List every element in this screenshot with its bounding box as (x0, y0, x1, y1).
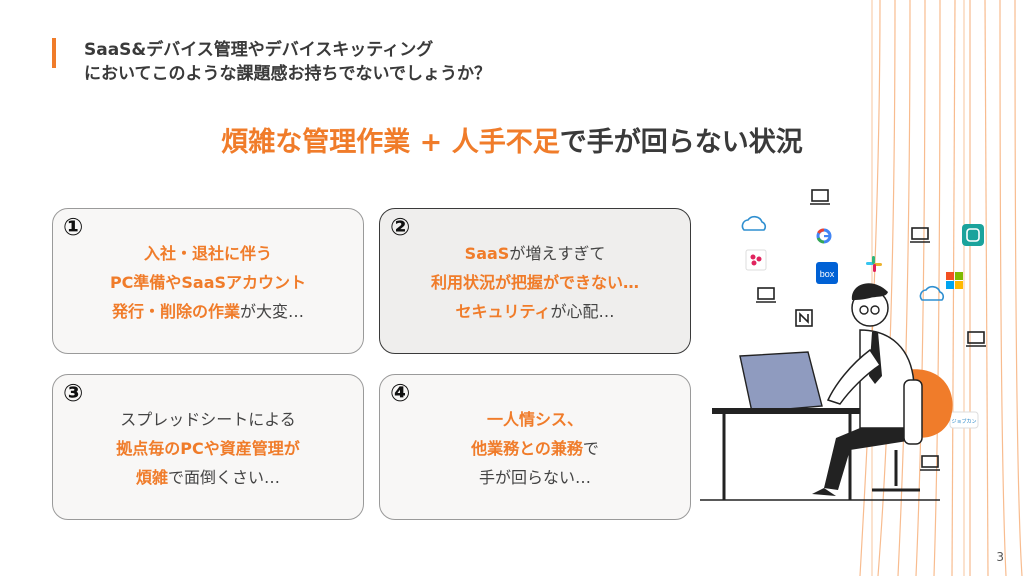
card-highlight-text: SaaS (464, 244, 510, 263)
card-highlight-text: 発行・削除の作業 (111, 302, 240, 321)
google-icon (816, 228, 832, 244)
page-number: 3 (996, 550, 1004, 564)
issue-card-2: ② SaaSが増えすぎて利用状況が把握ができない… セキュリティが心配… (379, 208, 691, 354)
card-highlight-text: 入社・退社に伴う (143, 244, 272, 263)
subtitle-highlight: 煩雑な管理作業 + 人手不足 (221, 127, 560, 158)
card-line: 発行・削除の作業が大変… (53, 297, 363, 326)
card-number: ③ (63, 379, 84, 407)
card-line: スプレッドシートによる (53, 405, 363, 434)
page-heading: SaaS&デバイス管理やデバイスキッティング においてこのような課題感お持ちでな… (84, 38, 491, 86)
laptop-icon (920, 455, 940, 471)
card-number: ④ (390, 379, 411, 407)
jobcan-label: ジョブカン (951, 418, 976, 425)
worker-figure (700, 283, 953, 501)
card-plain-text: が増えすぎて (509, 244, 606, 263)
card-line: 他業務との兼務で (380, 434, 690, 463)
subtitle-rest: で手が回らない状況 (559, 127, 803, 158)
card-plain-text: で面倒くさい… (168, 468, 281, 487)
card-line: 手が回らない… (380, 463, 690, 492)
card-plain-text: 手が回らない… (478, 468, 591, 487)
laptop-icon (910, 227, 930, 243)
cloud-icon (741, 215, 767, 231)
heading-accent-bar (52, 38, 56, 68)
card-plain-text: が大変… (240, 302, 305, 321)
issue-card-4: ④ 一人情シス、他業務との兼務で手が回らない… (379, 374, 691, 520)
heading-line-1: SaaS&デバイス管理やデバイスキッティング (84, 40, 434, 60)
card-line: 一人情シス、 (380, 405, 690, 434)
card-highlight-text: 利用状況が把握ができない… (430, 273, 639, 292)
heading-line-2: においてこのような課題感お持ちでないでしょうか？ (84, 64, 491, 84)
card-line: SaaSが増えすぎて (380, 239, 690, 268)
cloud-icon (919, 285, 945, 301)
card-number: ② (390, 213, 411, 241)
it-worker-illustration: box ジョブカン (700, 189, 986, 501)
box-label: box (820, 269, 835, 279)
card-text: スプレッドシートによる拠点毎のPCや資産管理が煩雑で面倒くさい… (53, 405, 363, 492)
notion-icon (795, 309, 813, 327)
card-text: 一人情シス、他業務との兼務で手が回らない… (380, 405, 690, 492)
card-line: 利用状況が把握ができない… (380, 268, 690, 297)
microsoft-icon (946, 272, 963, 289)
card-highlight-text: PC準備やSaaSアカウント (109, 273, 307, 292)
card-line: 入社・退社に伴う (53, 239, 363, 268)
card-highlight-text: 煩雑 (135, 468, 168, 487)
card-plain-text: が心配… (550, 302, 615, 321)
issue-card-3: ③ スプレッドシートによる拠点毎のPCや資産管理が煩雑で面倒くさい… (52, 374, 364, 520)
card-line: 煩雑で面倒くさい… (53, 463, 363, 492)
card-plain-text: スプレッドシートによる (120, 410, 296, 429)
card-text: SaaSが増えすぎて利用状況が把握ができない… セキュリティが心配… (380, 239, 690, 326)
card-highlight-text: 他業務との兼務 (471, 439, 583, 458)
card-line: PC準備やSaaSアカウント (53, 268, 363, 297)
box-icon: box (816, 262, 838, 284)
card-highlight-text: 一人情シス、 (486, 410, 583, 429)
card-highlight-text: 拠点毎のPCや資産管理が (116, 439, 300, 458)
card-plain-text: で (582, 439, 599, 458)
page-subtitle: 煩雑な管理作業 + 人手不足で手が回らない状況 (0, 120, 1024, 159)
card-highlight-text: セキュリティ (455, 302, 551, 321)
app-icon-red (745, 249, 767, 271)
teams-icon (962, 224, 984, 246)
card-number: ① (63, 213, 84, 241)
card-line: 拠点毎のPCや資産管理が (53, 434, 363, 463)
laptop-icon (756, 287, 776, 303)
slack-icon (866, 256, 882, 272)
jobcan-icon: ジョブカン (949, 411, 979, 429)
laptop-icon (810, 189, 830, 205)
laptop-icon (966, 331, 986, 347)
card-line: セキュリティが心配… (380, 297, 690, 326)
